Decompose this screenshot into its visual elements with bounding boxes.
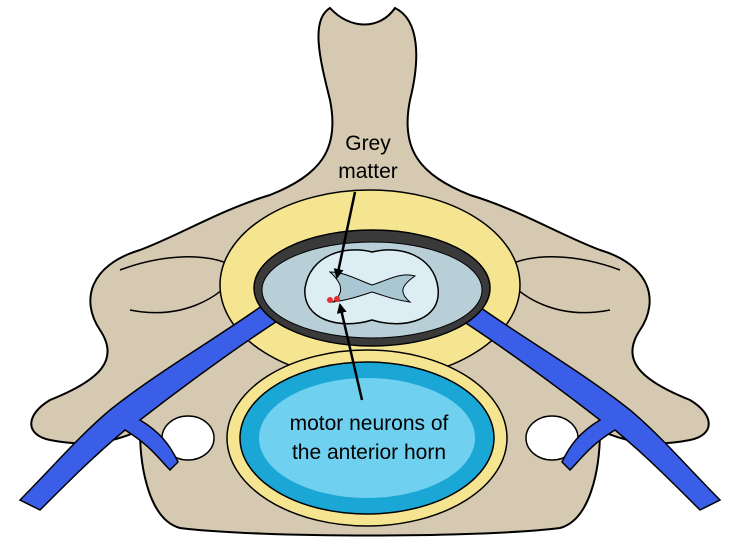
disc-inner — [259, 378, 475, 498]
arrow-icon — [333, 191, 357, 279]
grey-matter-label-line2: matter — [338, 160, 398, 183]
motor-neuron-2 — [334, 296, 340, 302]
right-nerve — [456, 298, 722, 511]
motor-neuron-1 — [327, 297, 333, 303]
motor-neurons-label-line2: the anterior horn — [292, 441, 446, 464]
motor-neurons-label-line1: motor neurons of — [290, 412, 449, 435]
left-nerve — [18, 298, 284, 511]
grey-matter-label-line1: Grey — [345, 132, 391, 155]
arrow-icon — [336, 303, 364, 401]
grey-matter — [328, 271, 417, 303]
